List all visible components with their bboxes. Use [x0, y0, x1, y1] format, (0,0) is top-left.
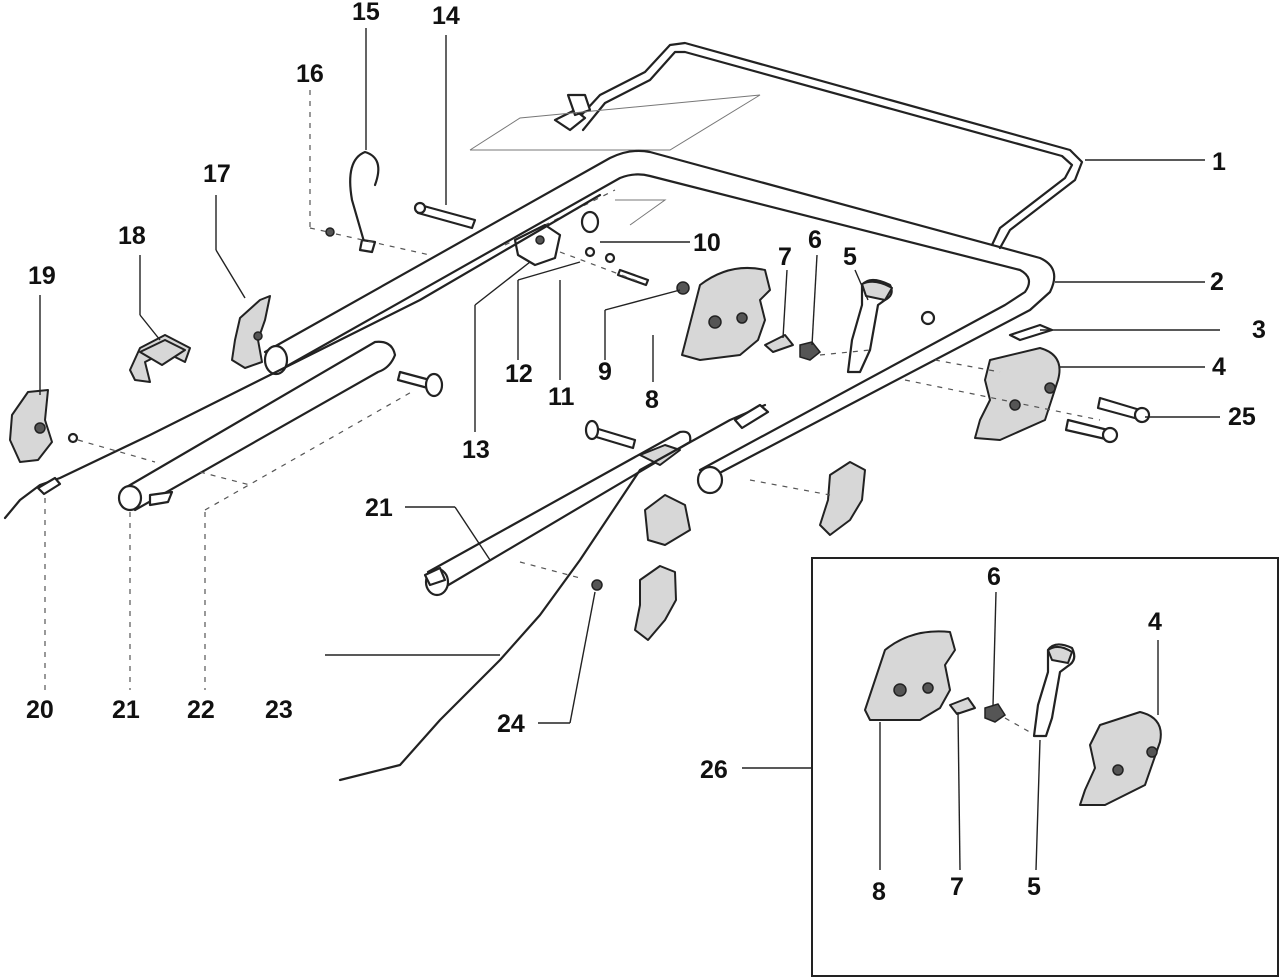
cable-part-23 — [338, 403, 770, 782]
handle-frame-part-2 — [263, 149, 1056, 495]
wire-bail-part-1 — [553, 41, 1084, 250]
inset-box-part-26 — [811, 557, 1279, 977]
knob-center — [634, 565, 677, 641]
leader-lines — [39, 28, 1220, 871]
callout-13: 13 — [462, 436, 490, 464]
bolts-part-25 — [1064, 396, 1151, 444]
callout-10: 10 — [693, 229, 721, 257]
callout-26: 26 — [700, 756, 728, 784]
knob-part-19 — [9, 389, 53, 463]
screw-part-11 — [616, 268, 650, 287]
callout-11: 11 — [548, 383, 575, 411]
nut-part-9 — [676, 281, 690, 295]
callout-17: 17 — [203, 160, 231, 188]
callout-8: 8 — [645, 386, 659, 414]
lever-part-5 — [846, 278, 936, 374]
callout-3: 3 — [1252, 316, 1266, 344]
callout-21-left: 21 — [112, 696, 140, 724]
knob-part-17 — [231, 295, 271, 369]
callout-labels: 1 2 3 4 25 5 6 7 8 9 10 11 12 13 14 15 1… — [26, 0, 1266, 906]
spacer-part-10 — [580, 210, 600, 234]
callout-14: 14 — [432, 2, 460, 30]
callout-7: 7 — [778, 243, 792, 271]
callout-24: 24 — [497, 710, 525, 738]
lower-tube-part-21-left — [117, 340, 397, 512]
callout-18: 18 — [118, 222, 146, 250]
callout-15: 15 — [352, 0, 380, 26]
inset-callout-4: 4 — [1148, 608, 1162, 636]
clamp-part-18 — [129, 334, 191, 383]
latch-cover-part-4 — [974, 323, 1061, 441]
pad-part-7 — [764, 334, 794, 353]
callout-22: 22 — [187, 696, 215, 724]
carriage-bolt-part-22 — [396, 370, 444, 398]
callout-1: 1 — [1212, 148, 1226, 176]
callout-9: 9 — [598, 358, 612, 386]
callout-5: 5 — [843, 243, 857, 271]
clamp-center — [639, 444, 691, 546]
callout-23: 23 — [265, 696, 293, 724]
nut-part-6 — [799, 341, 822, 361]
knob-right — [819, 461, 866, 536]
bolt-part-14 — [413, 201, 477, 230]
callout-21-center: 21 — [365, 494, 393, 522]
callout-6: 6 — [808, 226, 822, 254]
inset-callout-7: 7 — [950, 873, 964, 901]
nut-part-16 — [325, 227, 335, 237]
nut-part-24 — [591, 579, 603, 591]
callout-12: 12 — [505, 360, 533, 388]
inset-callout-5: 5 — [1027, 873, 1041, 901]
throttle-cable-part-20 — [3, 193, 602, 520]
inset-lever-part-5 — [1032, 643, 1076, 738]
inset-pad-part-7 — [949, 697, 976, 715]
washers-part-12 — [584, 246, 616, 264]
callout-25: 25 — [1228, 403, 1256, 431]
inset-nut-part-6 — [984, 703, 1007, 723]
inset-cover-part-8 — [864, 630, 956, 721]
carriage-bolt-center — [584, 419, 637, 450]
inset-cover-part-4 — [1079, 711, 1162, 806]
hinge-bracket-part-13 — [513, 223, 562, 267]
callout-20: 20 — [26, 696, 54, 724]
inset-callout-8: 8 — [872, 878, 886, 906]
cable-hook-part-15 — [349, 150, 380, 254]
latch-cover-part-8 — [681, 266, 771, 361]
callout-19: 19 — [28, 262, 56, 290]
callout-16: 16 — [296, 60, 324, 88]
callout-2: 2 — [1210, 268, 1224, 296]
callout-4: 4 — [1212, 353, 1226, 381]
inset-callout-6: 6 — [987, 563, 1001, 591]
